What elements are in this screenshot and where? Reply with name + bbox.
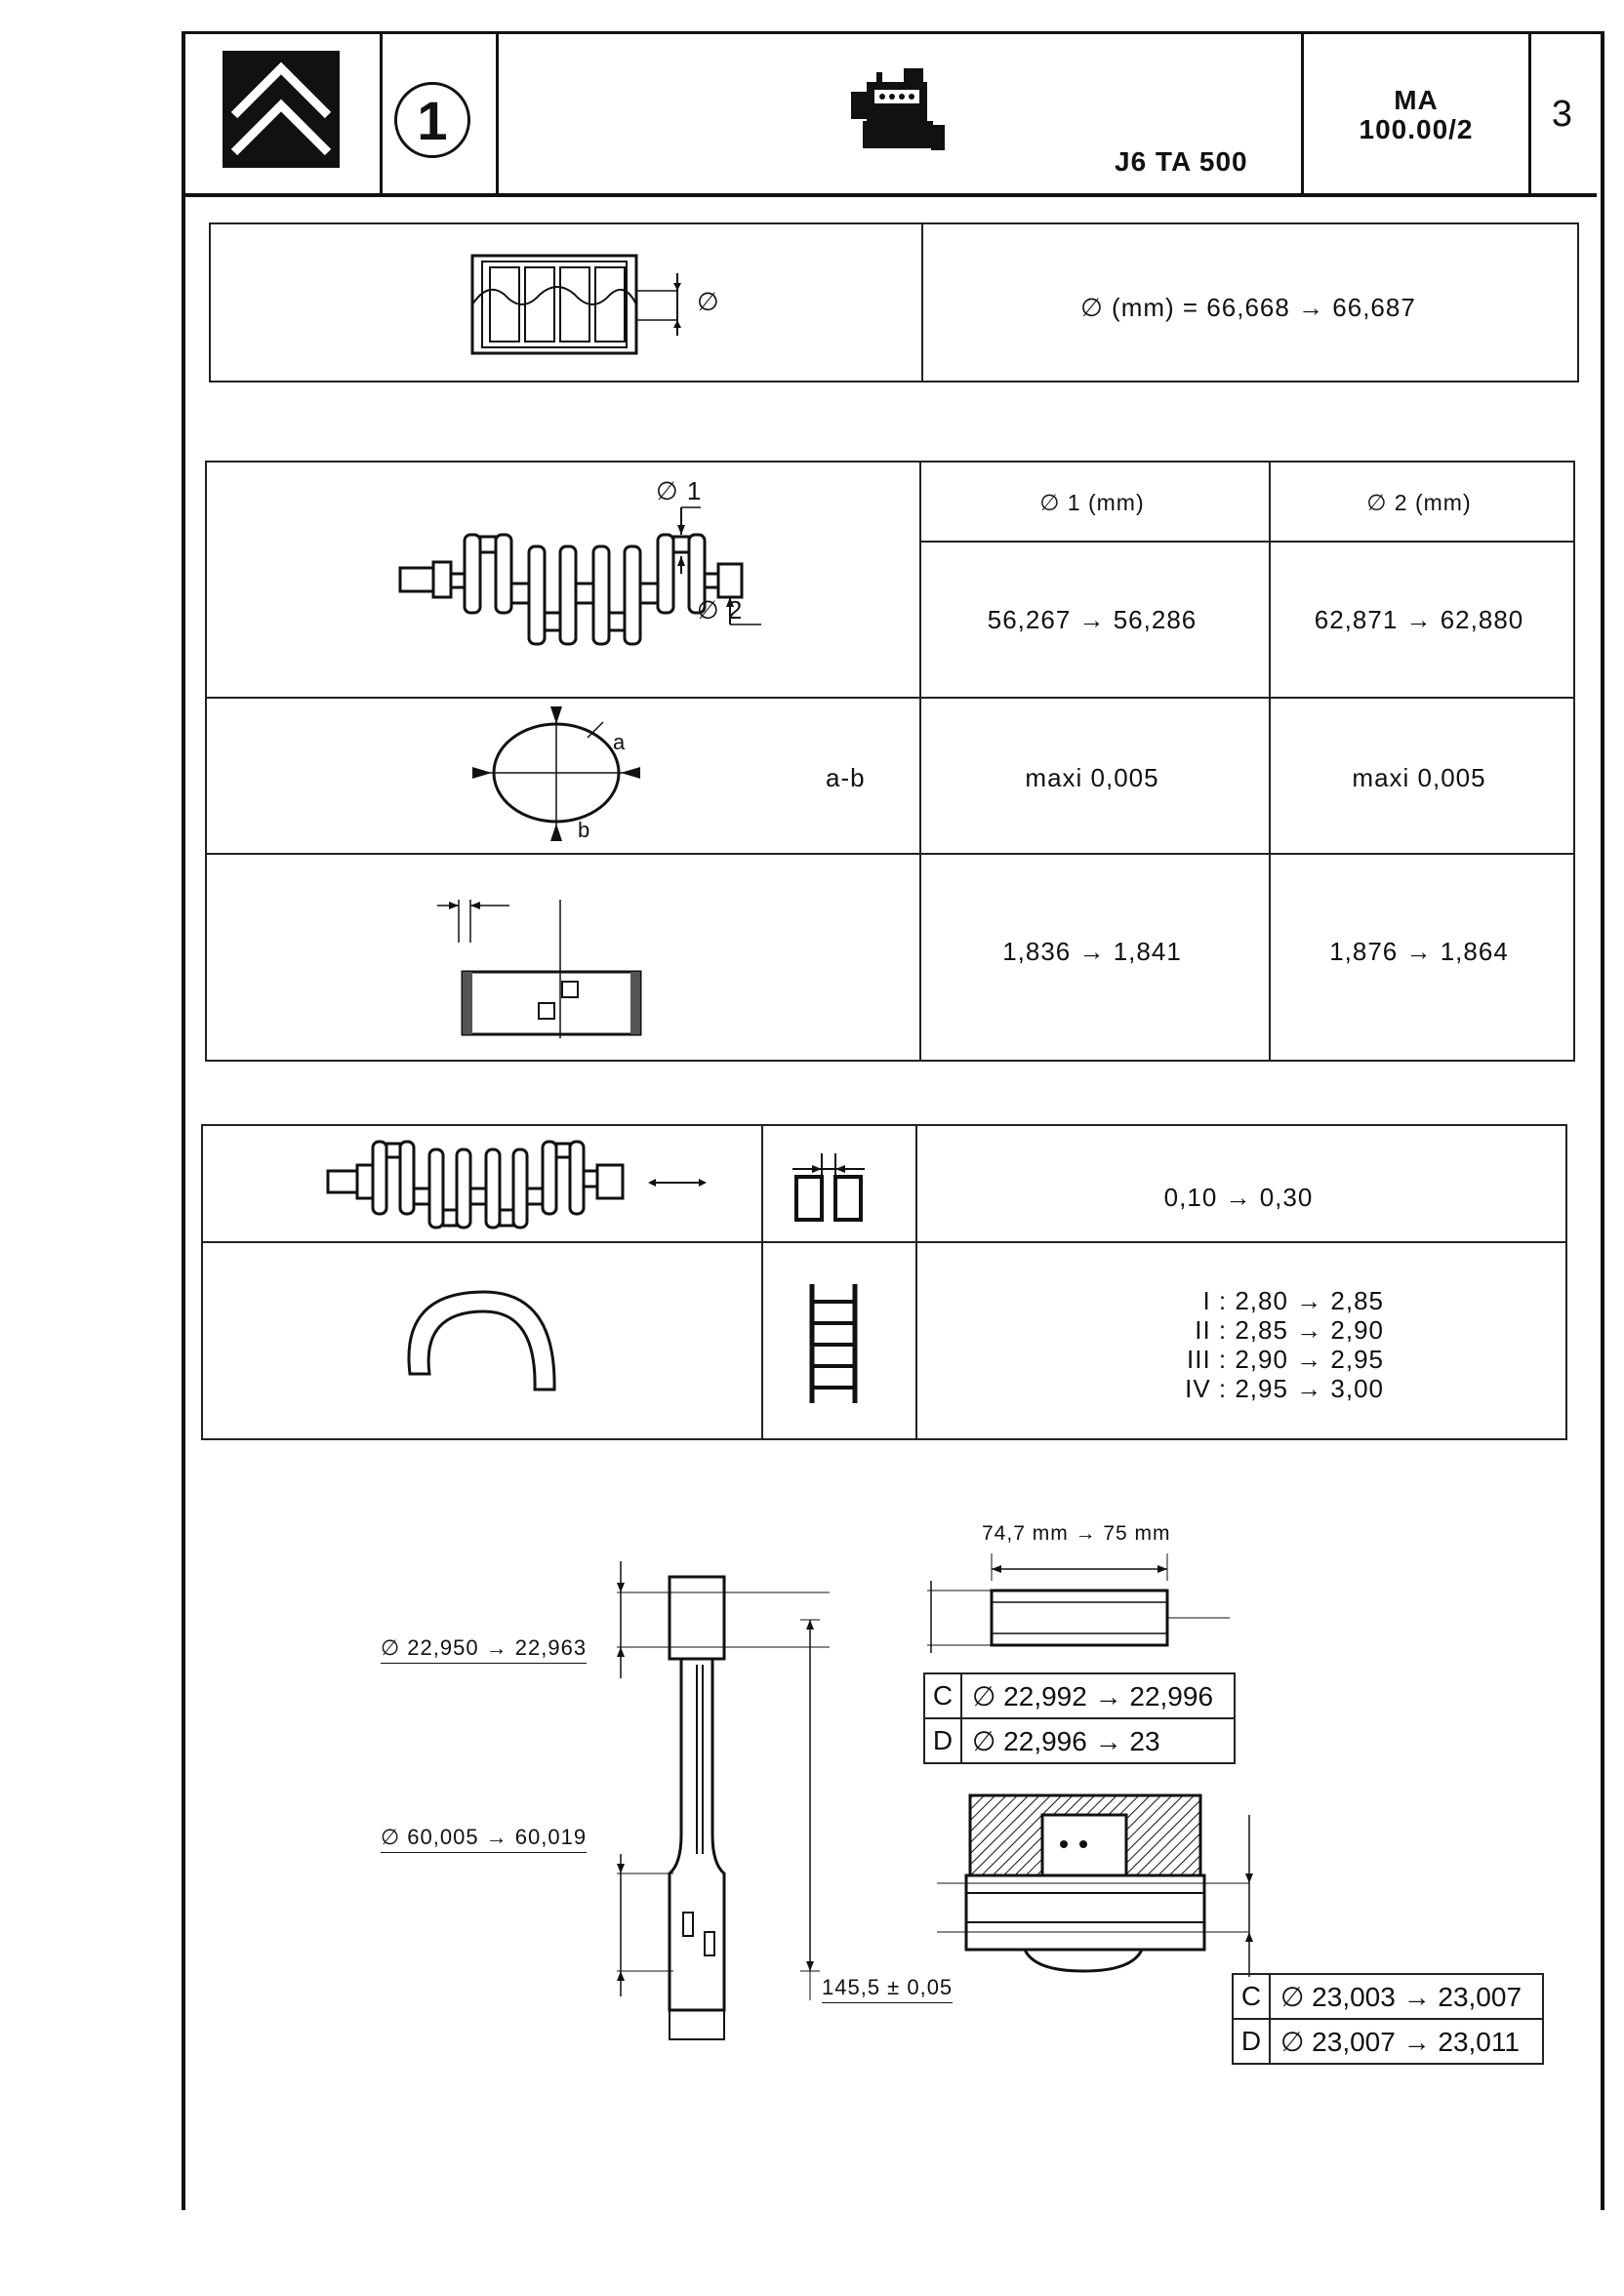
page-number: 3 (1551, 94, 1574, 135)
d1-label: ∅ 1 (656, 476, 703, 505)
piston-bore-diameter: ∅ 23,007 → 23,011 (1269, 2018, 1544, 2065)
section-number: 1 (394, 82, 470, 158)
piston-class: D (1232, 2018, 1271, 2065)
header-bar (182, 31, 1597, 197)
connecting-rod-drawing (617, 1561, 830, 2040)
bearing-shell-icon (437, 900, 642, 1038)
gudgeon-pin-icon (927, 1553, 1230, 1653)
cell-divider (761, 1126, 763, 1438)
piston-icon (937, 1793, 1253, 1977)
header-divider (1528, 31, 1531, 193)
ovality-icon (472, 706, 640, 841)
shell-thickness-1: 1,836 → 1,841 (1002, 937, 1182, 966)
thrust-rank: I : 2,80 → 2,85 (1202, 1286, 1384, 1315)
row-divider (919, 541, 1573, 543)
thrust-washer-icon (407, 1290, 556, 1391)
reference-line: MA (1394, 85, 1439, 115)
ovality-a-label: a (613, 730, 627, 754)
cylinder-block-icon (470, 254, 681, 355)
engine-icon (851, 68, 945, 150)
thrust-rank: II : 2,85 → 2,90 (1195, 1315, 1384, 1345)
big-end-diameter: ∅ 60,005 → 60,019 (381, 1825, 588, 1853)
small-end-diameter: ∅ 22,950 → 22,963 (381, 1635, 588, 1664)
row-divider (203, 1241, 1565, 1243)
endplay-value: 0,10 → 0,30 (1163, 1183, 1314, 1212)
bore-value: ∅ (mm) = 66,668 → 66,687 (1080, 293, 1416, 322)
cell-divider (919, 463, 921, 1060)
page-frame (182, 31, 1604, 2210)
ladder-grade-icon (809, 1284, 858, 1403)
journal-diameter-2: 62,871 → 62,880 (1314, 605, 1524, 634)
clearance-gauge-icon (792, 1153, 865, 1222)
thrust-rank: III : 2,90 → 2,95 (1187, 1345, 1384, 1374)
centre-distance: 145,5 ± 0,05 (822, 1975, 954, 2003)
pin-length: 74,7 mm → 75 mm (982, 1522, 1171, 1545)
endplay-block (201, 1124, 1567, 1440)
pin-class: D (923, 1717, 962, 1764)
thrust-rank: IV : 2,95 → 3,00 (1185, 1374, 1384, 1403)
engine-model: J6 TA 500 (1115, 146, 1248, 177)
row-divider (207, 697, 1573, 699)
ovality-b-label: b (578, 818, 591, 842)
bore-symbol: ∅ (697, 287, 720, 316)
header-divider (380, 31, 383, 193)
cell-divider (921, 224, 923, 381)
header-divider (1301, 31, 1304, 193)
brand-logo-icon (223, 51, 340, 168)
piston-class: C (1232, 1973, 1271, 2020)
col1-header: ∅ 1 (mm) (1039, 490, 1145, 515)
cell-divider (915, 1126, 917, 1438)
pin-class: C (923, 1672, 962, 1719)
header-divider (496, 31, 499, 193)
pin-diameter: ∅ 22,996 → 23 (960, 1717, 1236, 1764)
shell-thickness-2: 1,876 → 1,864 (1329, 937, 1509, 966)
crankshaft-axial-icon (326, 1140, 707, 1229)
ovality-value-2: maxi 0,005 (1352, 763, 1486, 792)
reference-line: 100.00/2 (1359, 114, 1474, 144)
col2-header: ∅ 2 (mm) (1366, 490, 1472, 515)
document-reference: MA 100.00/2 (1304, 86, 1528, 144)
ovality-label: a-b (826, 763, 866, 792)
ovality-value-1: maxi 0,005 (1025, 763, 1159, 792)
piston-bore-diameter: ∅ 23,003 → 23,007 (1269, 1973, 1544, 2020)
journal-diameter-1: 56,267 → 56,286 (987, 605, 1198, 634)
cell-divider (1269, 463, 1271, 1060)
thrust-rank-list: I : 2,80 → 2,85 II : 2,85 → 2,90 III : 2… (1154, 1286, 1384, 1403)
d2-label: ∅ 2 (697, 595, 744, 624)
row-divider (207, 853, 1573, 855)
crank-block (205, 461, 1575, 1062)
crankshaft-icon (398, 506, 761, 646)
pin-diameter: ∅ 22,992 → 22,996 (960, 1672, 1236, 1719)
bore-block (209, 222, 1579, 383)
